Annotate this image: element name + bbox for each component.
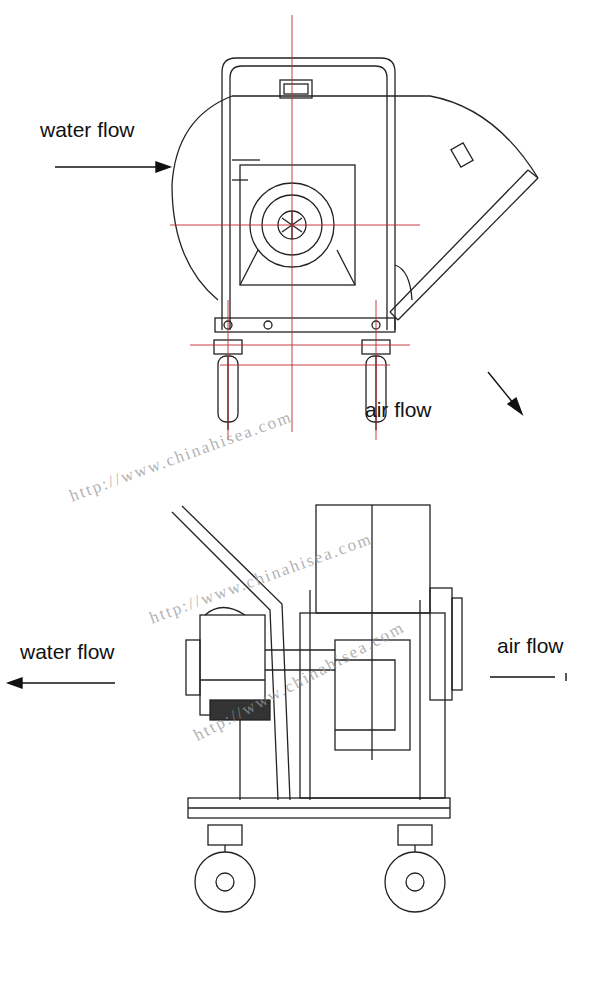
flow-label: water flow	[40, 118, 135, 141]
flow-label: air flow	[365, 398, 432, 421]
flow-label: air flow	[497, 634, 564, 657]
watermark: http://www.chinahisea.com	[191, 618, 407, 744]
watermark: http://www.chinahisea.com	[67, 408, 294, 505]
flow-label: water flow	[20, 640, 115, 663]
watermark: http://www.chinahisea.com	[147, 530, 374, 627]
